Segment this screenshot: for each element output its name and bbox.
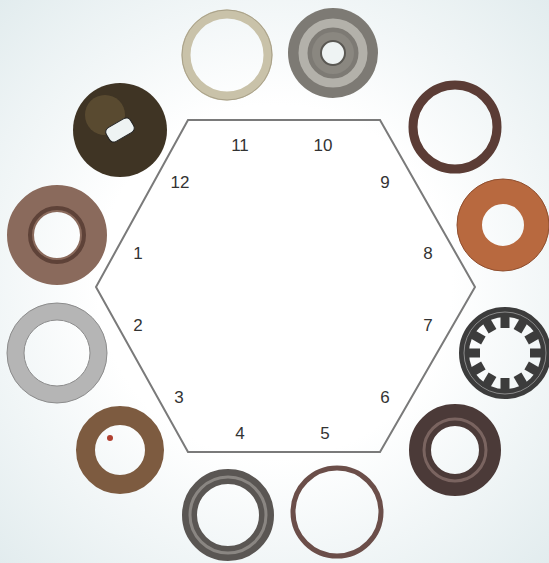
callout-number: 12 [171,174,190,191]
washer-photo [21,199,94,272]
washer-sheen [30,208,84,262]
washer-photo [293,468,381,556]
washer-edge [457,179,549,271]
washer-photo [16,312,99,395]
callout-number: 4 [235,425,244,442]
washer-photo [190,477,267,554]
washer-photo [86,416,155,485]
washer-photo [73,83,167,177]
washer-photo [420,415,490,485]
washer-dome [312,32,354,74]
washer-photo [413,85,497,169]
washer-hole [321,41,345,65]
washer-slot [104,116,136,144]
washer-photo [464,312,546,394]
callout-number: 7 [423,317,432,334]
washer-sheen [190,477,266,553]
washer-rust [107,435,113,441]
washer-sheen [424,419,486,481]
callout-number: 5 [320,425,329,442]
washer-photo [288,8,378,98]
callout-number: 6 [380,389,389,406]
callout-number: 9 [380,174,389,191]
callout-number: 1 [133,245,142,262]
callout-number: 11 [231,137,249,154]
callout-number: 8 [423,245,432,262]
washer-edge [182,10,272,100]
washer-photo [186,14,268,96]
washer-dome [303,23,363,83]
callout-number: 10 [314,137,333,154]
callout-number: 3 [174,389,183,406]
washer-photo [470,192,537,259]
hexagon-outline [96,120,475,452]
callout-number: 2 [133,317,142,334]
washer-edge [7,303,107,403]
washer-edge [24,320,90,386]
